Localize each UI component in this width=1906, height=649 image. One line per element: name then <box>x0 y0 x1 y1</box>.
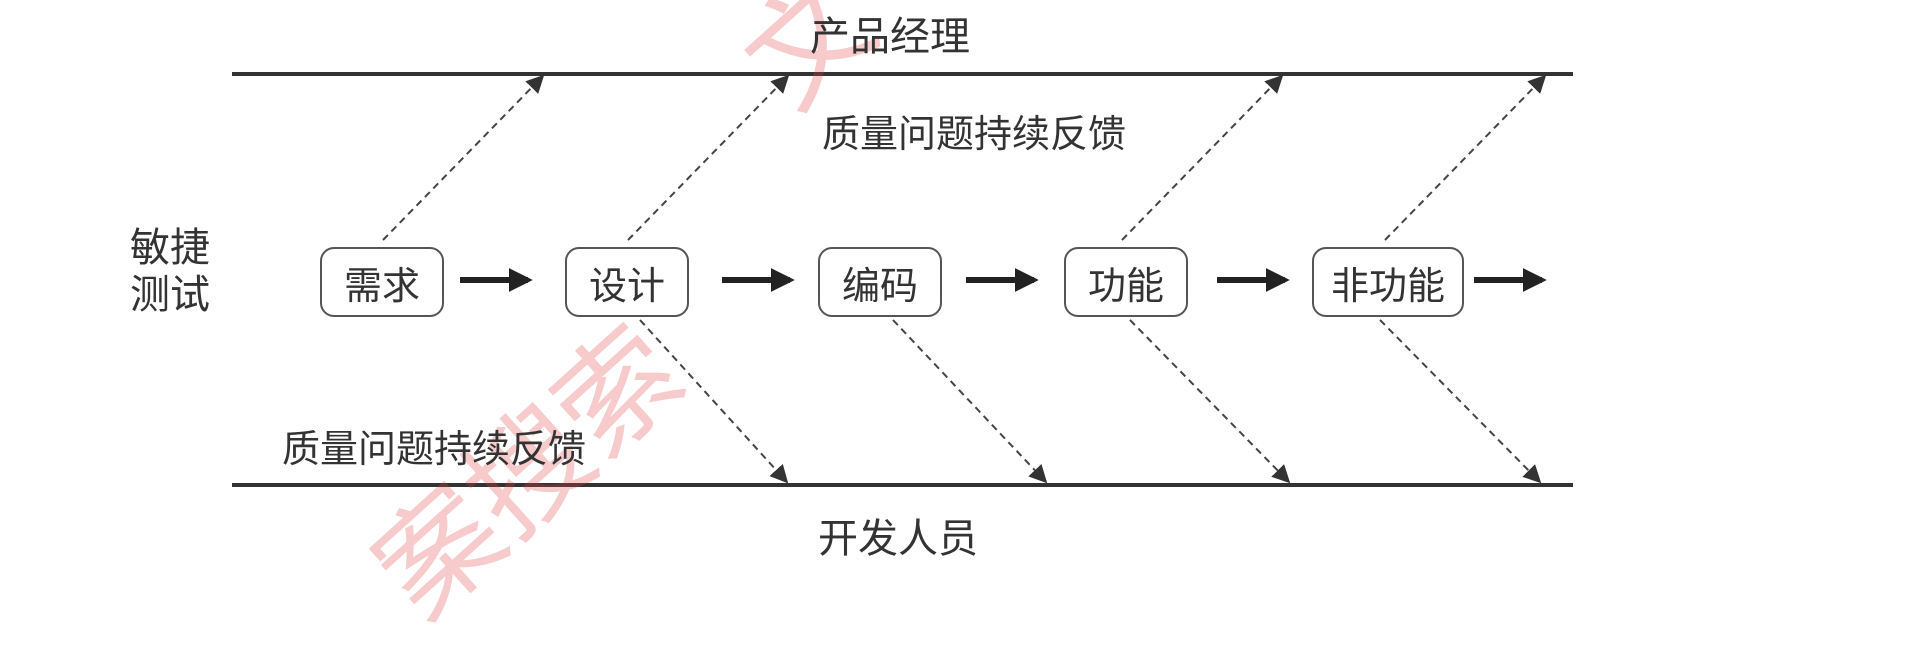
side-label-line1: 敏捷 <box>130 225 210 271</box>
side-label: 敏捷 测试 <box>130 225 210 319</box>
feedback-arrow-down <box>1379 319 1542 484</box>
stage-box-design: 设计 <box>565 247 689 317</box>
stage-box-nonfunctional: 非功能 <box>1312 247 1464 317</box>
stage-box-functional: 功能 <box>1064 247 1188 317</box>
feedback-label-bottom: 质量问题持续反馈 <box>282 427 587 471</box>
side-label-line2: 测试 <box>130 272 210 318</box>
feedback-arrow-up <box>382 74 545 241</box>
feedback-arrow-up <box>627 74 790 241</box>
feedback-arrow-up <box>1384 74 1547 241</box>
feedback-arrow-down <box>639 319 789 484</box>
feedback-label-top: 质量问题持续反馈 <box>822 112 1127 156</box>
feedback-arrow-up <box>1121 74 1284 241</box>
lane-title-top: 产品经理 <box>810 14 970 60</box>
diagram-canvas <box>232 72 1573 487</box>
stage-box-coding: 编码 <box>818 247 942 317</box>
stage-box-requirements: 需求 <box>320 247 444 317</box>
feedback-arrow-down <box>1129 319 1291 484</box>
lane-title-bottom: 开发人员 <box>818 516 978 562</box>
feedback-arrow-down <box>892 319 1048 484</box>
